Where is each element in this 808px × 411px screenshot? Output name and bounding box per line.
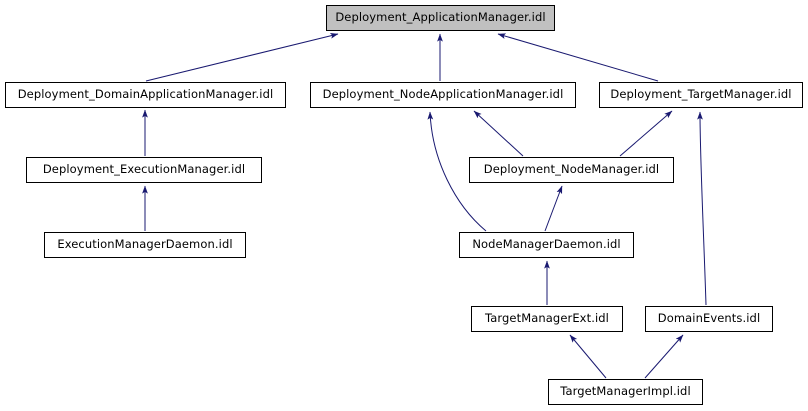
- edge-node-manager-daemon-to-node-manager: [544, 185, 563, 232]
- node-label: Deployment_DomainApplicationManager.idl: [17, 87, 274, 102]
- node-deployment-node-manager[interactable]: Deployment_NodeManager.idl: [469, 157, 674, 183]
- edge-domain-events-to-target-manager: [697, 111, 707, 306]
- node-target-manager-impl[interactable]: TargetManagerImpl.idl: [548, 379, 703, 405]
- node-label: TargetManagerExt.idl: [485, 311, 609, 326]
- node-deployment-application-manager[interactable]: Deployment_ApplicationManager.idl: [326, 5, 555, 31]
- node-label: TargetManagerImpl.idl: [560, 384, 691, 399]
- node-label: Deployment_NodeManager.idl: [483, 162, 660, 177]
- node-label: DomainEvents.idl: [657, 311, 761, 326]
- edge-target-manager-impl-to-domain-events: [644, 334, 684, 379]
- edge-node-manager-to-target-manager: [619, 110, 673, 157]
- node-label: Deployment_ExecutionManager.idl: [42, 162, 246, 177]
- node-label: ExecutionManagerDaemon.idl: [57, 237, 233, 252]
- node-label: NodeManagerDaemon.idl: [472, 237, 621, 252]
- edge-domain-app-manager-to-app-manager: [145, 32, 339, 82]
- edge-target-manager-to-app-manager: [497, 33, 659, 82]
- node-deployment-domain-application-manager[interactable]: Deployment_DomainApplicationManager.idl: [5, 82, 286, 108]
- node-domain-events[interactable]: DomainEvents.idl: [645, 306, 773, 332]
- node-label: Deployment_NodeApplicationManager.idl: [322, 87, 564, 102]
- node-target-manager-ext[interactable]: TargetManagerExt.idl: [471, 306, 623, 332]
- node-node-manager-daemon[interactable]: NodeManagerDaemon.idl: [459, 232, 634, 258]
- node-label: Deployment_ApplicationManager.idl: [335, 10, 546, 25]
- node-deployment-execution-manager[interactable]: Deployment_ExecutionManager.idl: [26, 157, 262, 183]
- node-label: Deployment_TargetManager.idl: [610, 87, 792, 102]
- node-deployment-node-application-manager[interactable]: Deployment_NodeApplicationManager.idl: [310, 82, 576, 108]
- edge-target-manager-impl-to-target-manager-ext: [569, 334, 607, 379]
- node-execution-manager-daemon[interactable]: ExecutionManagerDaemon.idl: [44, 232, 246, 258]
- edge-node-manager-to-node-app-manager: [473, 110, 524, 157]
- node-deployment-target-manager[interactable]: Deployment_TargetManager.idl: [599, 82, 803, 108]
